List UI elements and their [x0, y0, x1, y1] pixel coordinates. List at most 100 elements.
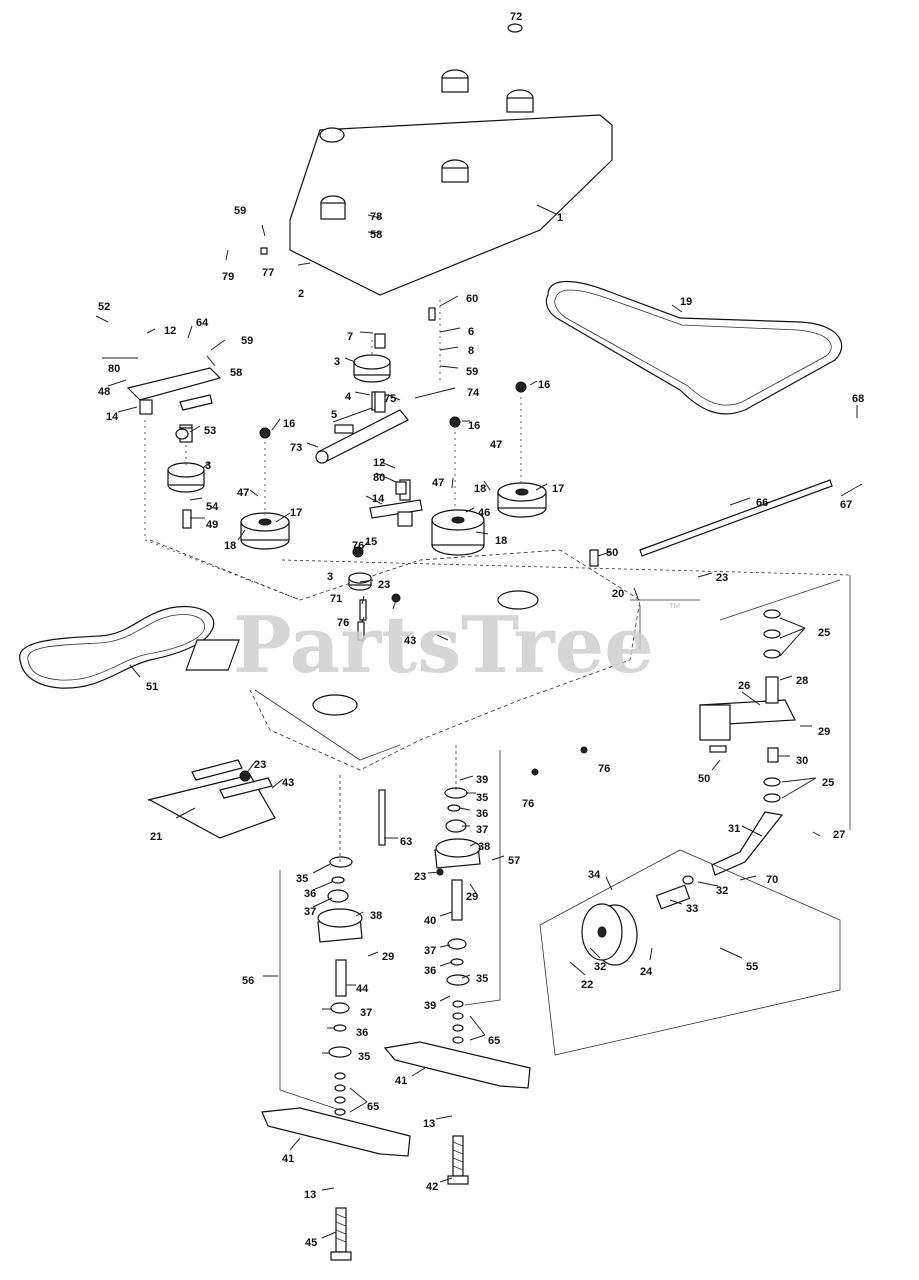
- callout-59: 59: [466, 366, 478, 378]
- callout-46: 46: [478, 507, 490, 519]
- gauge-wheel-34: [581, 884, 691, 966]
- callout-26: 26: [738, 680, 750, 692]
- callout-80: 80: [373, 472, 385, 484]
- bolt-42: [447, 1135, 469, 1185]
- callout-60: 60: [466, 293, 478, 305]
- callout-48: 48: [98, 386, 110, 398]
- callout-42: 42: [426, 1181, 438, 1193]
- bolt-63: [378, 789, 386, 846]
- belt-19: [545, 280, 843, 415]
- callout-80: 80: [108, 363, 120, 375]
- callout-20: 20: [612, 588, 624, 600]
- callout-5: 5: [331, 409, 337, 421]
- pulley-3-upper: [353, 354, 391, 383]
- callout-47: 47: [237, 487, 249, 499]
- watermark-trademark: ™: [668, 600, 681, 615]
- belt-51: [19, 606, 215, 689]
- callout-56: 56: [242, 975, 254, 987]
- callout-74: 74: [467, 387, 480, 399]
- callout-70: 70: [766, 874, 778, 886]
- pulley-46: [431, 509, 485, 556]
- callout-37: 37: [360, 1007, 372, 1019]
- callout-34: 34: [588, 869, 601, 881]
- callout-40: 40: [424, 915, 436, 927]
- callout-38: 38: [370, 910, 382, 922]
- callout-17: 17: [290, 507, 302, 519]
- callout-50: 50: [698, 773, 710, 785]
- callout-24: 24: [640, 966, 653, 978]
- callout-64: 64: [196, 317, 209, 329]
- callout-76: 76: [352, 540, 364, 552]
- callout-23: 23: [716, 572, 728, 584]
- callout-35: 35: [358, 1051, 370, 1063]
- callout-71: 71: [330, 593, 342, 605]
- callout-43: 43: [282, 777, 294, 789]
- callout-28: 28: [796, 675, 808, 687]
- callout-35: 35: [476, 792, 488, 804]
- callout-76: 76: [522, 798, 534, 810]
- callout-63: 63: [400, 836, 412, 848]
- callout-32: 32: [716, 885, 728, 897]
- callout-13: 13: [304, 1189, 316, 1201]
- callout-41: 41: [282, 1153, 294, 1165]
- spindle-assembly-57: [434, 787, 481, 1044]
- callout-33: 33: [686, 903, 698, 915]
- callout-55: 55: [746, 961, 758, 973]
- callout-29: 29: [466, 891, 478, 903]
- callout-78: 78: [370, 211, 382, 223]
- callout-30: 30: [796, 755, 808, 767]
- callout-16: 16: [468, 420, 480, 432]
- callout-54: 54: [206, 501, 219, 513]
- callout-51: 51: [146, 681, 158, 693]
- callout-37: 37: [476, 824, 488, 836]
- callout-59: 59: [234, 205, 246, 217]
- callout-23: 23: [378, 579, 390, 591]
- callout-13: 13: [423, 1118, 435, 1130]
- pulley-17-left: [240, 512, 290, 550]
- callout-3: 3: [327, 571, 333, 583]
- callout-29: 29: [382, 951, 394, 963]
- callout-73: 73: [290, 442, 302, 454]
- callout-12: 12: [164, 325, 176, 337]
- callout-37: 37: [304, 906, 316, 918]
- callout-4: 4: [345, 391, 352, 403]
- callout-44: 44: [356, 983, 369, 995]
- pulley-17-right: [497, 482, 547, 518]
- discharge-chute-21: [147, 759, 276, 839]
- callout-36: 36: [304, 888, 316, 900]
- watermark: PartsTree ™: [233, 600, 681, 691]
- spindle-assembly-56: [317, 856, 363, 1116]
- callout-16: 16: [283, 418, 295, 430]
- callout-68: 68: [852, 393, 864, 405]
- callout-65: 65: [488, 1035, 500, 1047]
- callout-36: 36: [424, 965, 436, 977]
- callout-1: 1: [557, 212, 563, 224]
- callout-25: 25: [818, 627, 830, 639]
- callout-47: 47: [490, 439, 502, 451]
- callout-50: 50: [606, 547, 618, 559]
- callout-21: 21: [150, 831, 162, 843]
- callout-66: 66: [756, 497, 768, 509]
- callout-22: 22: [581, 979, 593, 991]
- callout-16: 16: [538, 379, 550, 391]
- callout-25: 25: [822, 777, 834, 789]
- blade-41-left: [261, 1107, 411, 1157]
- pulley-3-left: [167, 462, 205, 493]
- callout-18: 18: [224, 540, 236, 552]
- callout-53: 53: [204, 425, 216, 437]
- callout-12: 12: [373, 457, 385, 469]
- gauge-wheel-bracket-26: [699, 609, 796, 803]
- callout-15: 15: [365, 536, 377, 548]
- callout-14: 14: [372, 493, 385, 505]
- callout-79: 79: [222, 271, 234, 283]
- callout-37: 37: [424, 945, 436, 957]
- rod-66: [639, 479, 833, 557]
- callout-49: 49: [206, 519, 218, 531]
- callout-38: 38: [478, 841, 490, 853]
- callout-36: 36: [476, 808, 488, 820]
- callout-8: 8: [468, 345, 474, 357]
- deck-housing: [149, 539, 700, 771]
- callout-39: 39: [476, 774, 488, 786]
